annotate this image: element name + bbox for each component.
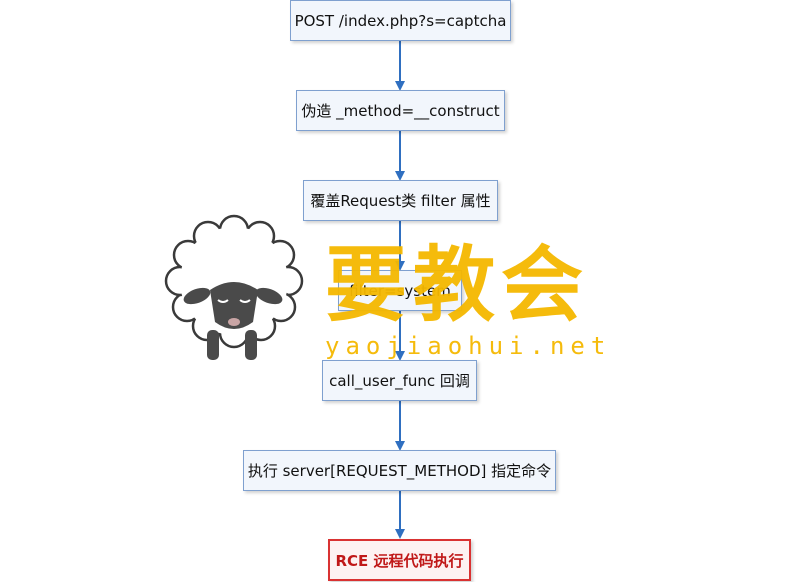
node-execute-command: 执行 server[REQUEST_METHOD] 指定命令 xyxy=(243,450,556,491)
node-call-user-func: call_user_func 回调 xyxy=(322,360,477,401)
sheep-logo-icon xyxy=(164,214,304,360)
node-forge-method: 伪造 _method=__construct xyxy=(296,90,505,131)
node-post-request: POST /index.php?s=captcha xyxy=(290,0,511,41)
watermark-url: yaojiaohui.net xyxy=(325,332,612,360)
node-filter-system: filter=system xyxy=(338,270,462,311)
node-rce: RCE 远程代码执行 xyxy=(328,539,471,581)
watermark-title: 要教会 xyxy=(325,238,590,333)
node-overwrite-filter: 覆盖Request类 filter 属性 xyxy=(303,180,498,221)
